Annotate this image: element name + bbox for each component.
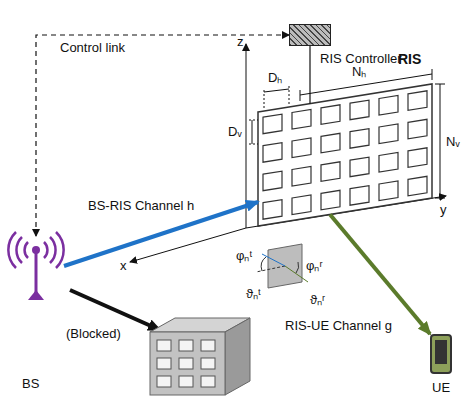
ris-element — [408, 148, 427, 168]
dv-tick — [249, 120, 258, 121]
x-axis — [130, 228, 246, 262]
ris-element — [350, 186, 369, 206]
edge-label: BS-RIS Channel h — [86, 198, 196, 213]
angle-arc — [296, 262, 299, 273]
z-axis — [246, 44, 247, 228]
ris-element — [350, 157, 369, 177]
ris-element — [292, 138, 311, 158]
reflected-ray — [285, 266, 308, 282]
ris-element — [321, 105, 340, 125]
ris-element — [379, 95, 398, 115]
building-window — [179, 340, 193, 351]
dimension-label: Dᵥ — [228, 124, 242, 139]
ris-element — [292, 166, 311, 186]
dimension-label: Nᵥ — [446, 134, 460, 149]
node-title: RIS — [398, 52, 421, 67]
dh-guide — [264, 88, 265, 108]
building-window — [201, 376, 215, 387]
edge-label: RIS-UE Channel g — [283, 318, 394, 333]
building-front — [150, 332, 225, 395]
blocked-label: (Blocked) — [66, 326, 121, 341]
ris-ue-channel — [330, 214, 430, 334]
bs-waves — [8, 232, 63, 268]
bs-base — [28, 290, 44, 300]
controller-wire — [309, 46, 310, 104]
nv-bracket — [440, 84, 441, 198]
ris-controller-box: RIS Controller — [289, 24, 331, 46]
dv-bracket — [252, 120, 253, 144]
dh-bracket — [264, 89, 289, 92]
nv-tick — [435, 84, 445, 85]
ris-element — [263, 114, 282, 134]
building-window — [157, 340, 171, 351]
angle-arc — [261, 257, 266, 271]
ris-element — [408, 119, 427, 139]
dimension-label: Nₕ — [352, 64, 366, 79]
building-window — [201, 340, 215, 351]
ris-element — [263, 143, 282, 163]
angle-label: ϑₙʳ — [310, 292, 325, 307]
ris-element — [408, 176, 427, 196]
building-windows — [157, 340, 215, 387]
bs-antenna — [32, 246, 40, 254]
dimension-label: Dₕ — [268, 70, 282, 85]
ris-element — [379, 152, 398, 172]
axis-label: x — [120, 258, 127, 273]
nh-tick — [300, 90, 301, 101]
axis-label: y — [440, 202, 447, 217]
building-side — [225, 318, 250, 395]
ris-element — [408, 91, 427, 111]
ris-element — [321, 162, 340, 182]
ris-element — [350, 129, 369, 149]
angle-label: φₙᵗ — [236, 248, 252, 263]
ris-element — [292, 109, 311, 129]
ris-element — [379, 124, 398, 144]
node-label: BS — [22, 376, 39, 391]
ris-element — [292, 195, 311, 215]
ris-panel — [258, 84, 432, 226]
ris-element — [321, 133, 340, 153]
building-window — [157, 376, 171, 387]
ue-phone: UE — [430, 334, 452, 374]
nv-tick — [435, 198, 445, 199]
normal-line — [256, 266, 285, 272]
ris-element — [263, 171, 282, 191]
node-label: UE — [432, 380, 450, 395]
base-station: BS — [8, 236, 64, 302]
ris-element — [263, 200, 282, 220]
incident-ray — [262, 254, 285, 266]
node-label: RIS Controller — [320, 51, 402, 66]
building-window — [201, 358, 215, 369]
building-window — [157, 358, 171, 369]
dv-tick — [249, 144, 258, 145]
ris-element — [350, 100, 369, 120]
blocked-arrow — [70, 290, 160, 330]
building-window — [179, 376, 193, 387]
nh-tick — [432, 69, 433, 80]
angle-label: ϑₙᵗ — [246, 286, 261, 301]
ris-element — [379, 181, 398, 201]
ris-cells — [263, 91, 427, 219]
edge-label: Control link — [58, 40, 127, 55]
angle-label: φₙʳ — [306, 258, 323, 273]
ris-element — [321, 190, 340, 210]
axis-label: z — [237, 34, 244, 49]
ris-panel-node: RIS — [258, 52, 432, 226]
building-window — [179, 358, 193, 369]
